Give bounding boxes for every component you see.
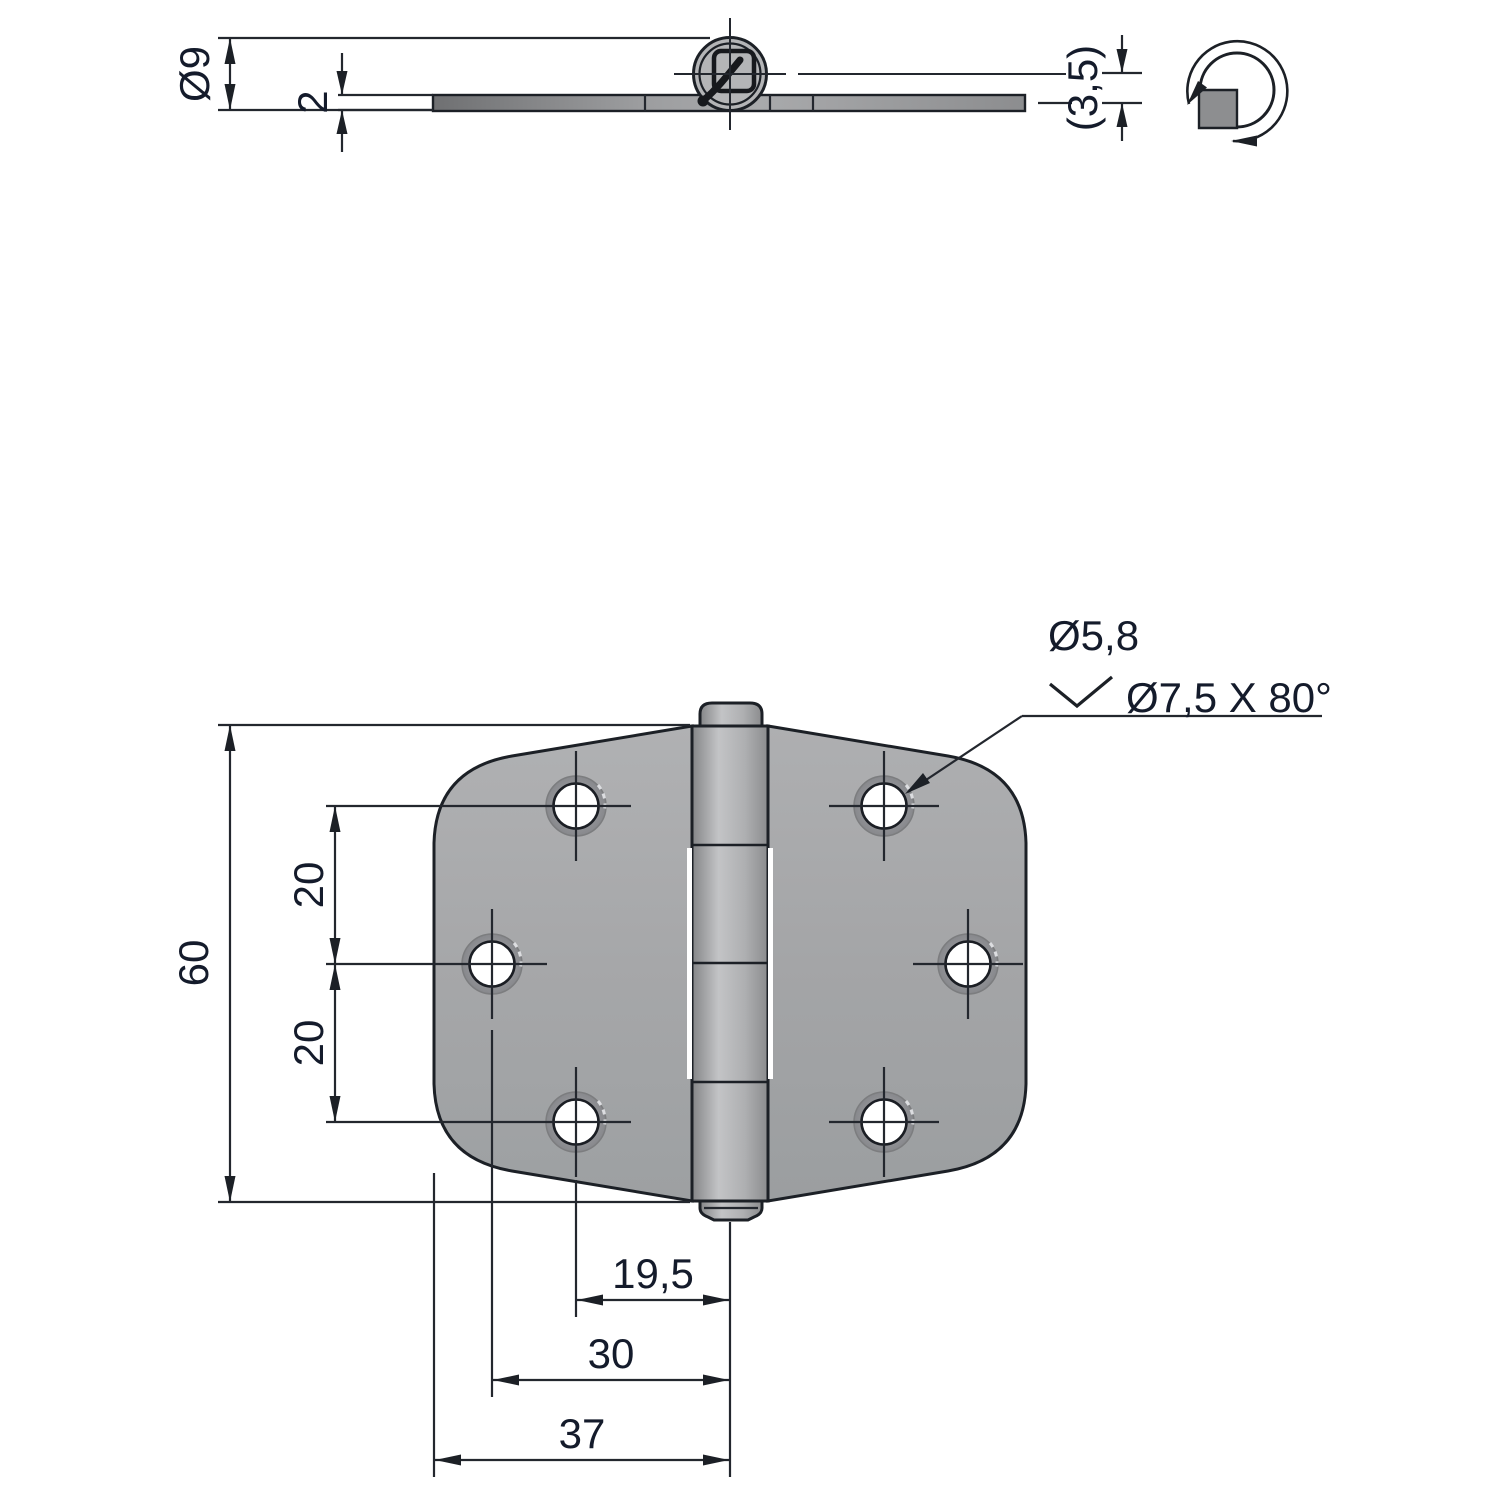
leaf-thickness-label: 2 [289, 90, 336, 113]
callout-hole-diameter-label: Ø5,8 [1048, 612, 1139, 659]
dimension-mid-hole-to-axis: 30 [490, 1030, 730, 1397]
screw-hole [521, 1067, 631, 1177]
mid-hole-to-axis-label: 30 [588, 1330, 635, 1377]
pin-diameter-label: Ø9 [171, 46, 218, 102]
dimension-pin-diameter: Ø9 [171, 36, 710, 112]
pivot-offset-label: (3,5) [1059, 45, 1106, 131]
pin-top-cap [698, 701, 764, 728]
leader-arrowhead [905, 773, 930, 794]
screw-hole [829, 1067, 939, 1177]
dimension-hole-to-axis: 19,5 [574, 1180, 732, 1477]
quarter-square-icon [1197, 88, 1239, 130]
dimension-hole-pitch: 20 20 [285, 804, 521, 1124]
screw-hole [913, 909, 1023, 1019]
rotation-arrowhead [1231, 135, 1257, 147]
pin-bottom-cap [698, 1199, 764, 1222]
height-label: 60 [170, 940, 217, 987]
screw-hole [521, 751, 631, 861]
rotation-arrowhead [1187, 81, 1207, 105]
dimension-pivot-offset: (3,5) [1038, 35, 1142, 141]
dimension-leaf-half-width: 37 [432, 1173, 730, 1477]
rotation-arc [1186, 39, 1289, 143]
hole-pitch-lower-label: 20 [285, 1020, 332, 1067]
side-view-centerlines [674, 18, 1066, 130]
screw-holes [437, 751, 1023, 1177]
screw-hole [437, 909, 547, 1019]
rolled-leaf-curl-icon [697, 48, 757, 107]
leaf-half-width-label: 37 [559, 1410, 606, 1457]
dimension-leaf-thickness: 2 [289, 53, 433, 152]
dimension-height-60: 60 [170, 723, 690, 1204]
hinge-barrel [687, 701, 773, 1222]
callout-countersink-label: Ø7,5 X 80° [1126, 674, 1332, 721]
countersink-symbol-icon [1048, 675, 1114, 709]
rotation-direction-symbol [1186, 39, 1289, 147]
hole-pitch-upper-label: 20 [285, 862, 332, 909]
hole-callout: Ø5,8 Ø7,5 X 80° [905, 612, 1332, 794]
hinge-leaf-left [432, 724, 694, 1203]
side-view: Ø9 2 (3,5) [171, 18, 1142, 152]
screw-hole [829, 751, 939, 861]
hinge-leaf-right [766, 724, 1028, 1203]
hole-to-axis-label: 19,5 [612, 1250, 694, 1297]
front-view: 60 20 20 19,5 3 [170, 612, 1332, 1477]
